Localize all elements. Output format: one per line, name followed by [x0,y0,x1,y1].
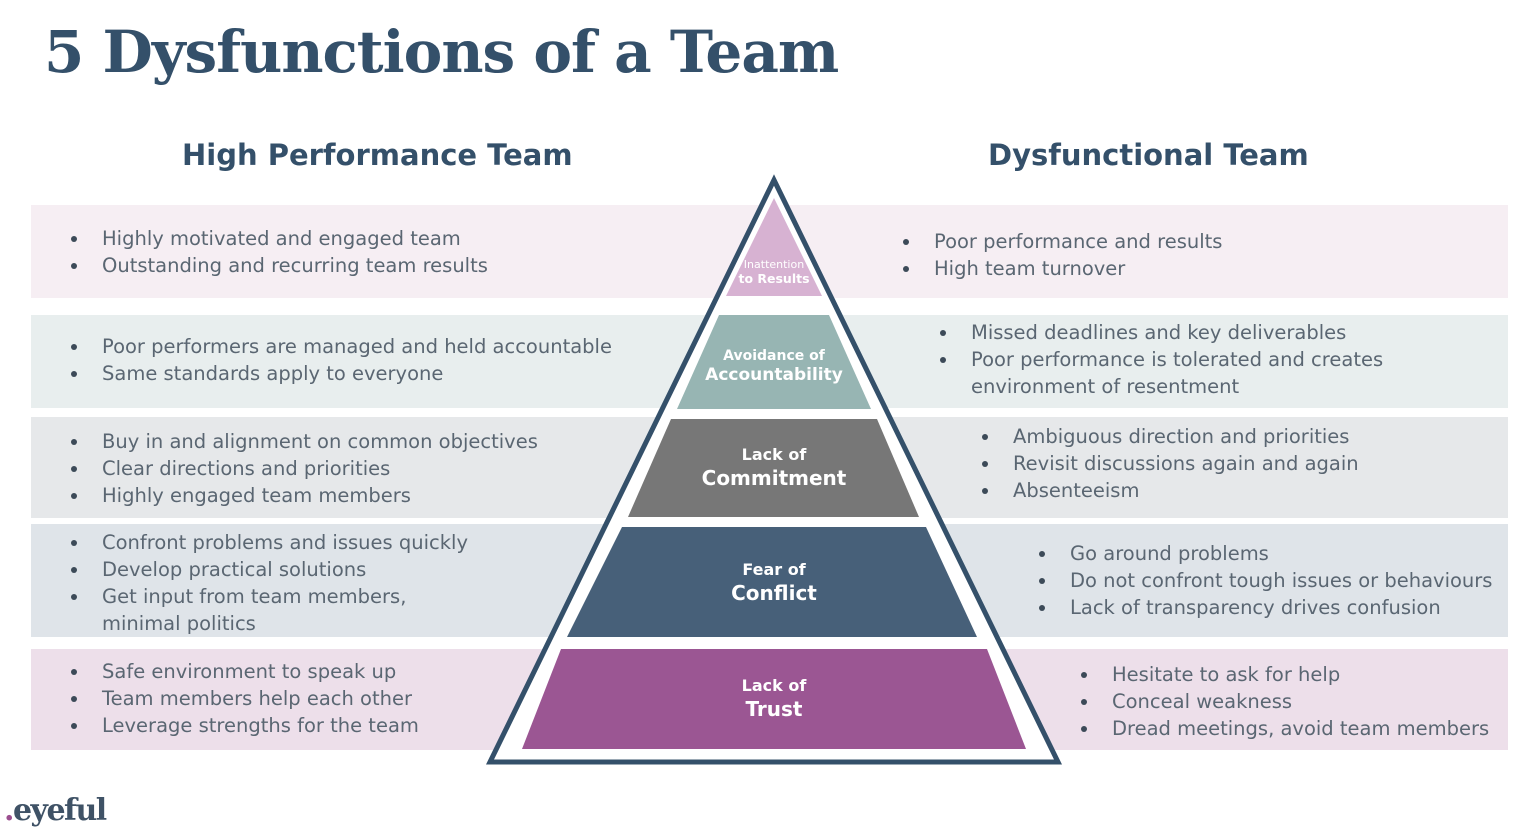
tier-label-trust: Lack of Trust [741,676,807,721]
list-item: Missed deadlines and key deliverables [939,319,1383,346]
tier-results [726,198,822,296]
dys-list-commitment: Ambiguous direction and priorities Revis… [981,423,1359,504]
list-item: Outstanding and recurring team results [70,252,488,279]
high-list-results: Highly motivated and engaged team Outsta… [70,225,488,279]
list-item: Conceal weakness [1080,688,1489,715]
page-title: 5 Dysfunctions of a Team [44,18,839,86]
list-item: Safe environment to speak up [70,658,419,685]
high-list-conflict: Confront problems and issues quickly Dev… [70,529,468,637]
list-item: Clear directions and priorities [70,455,538,482]
list-item: Leverage strengths for the team [70,712,419,739]
list-item: Poor performance and results [902,228,1222,255]
dys-list-accountability: Missed deadlines and key deliverables Po… [939,319,1383,400]
list-item: Highly motivated and engaged team [70,225,488,252]
dys-list-trust: Hesitate to ask for help Conceal weaknes… [1080,661,1489,742]
high-list-accountability: Poor performers are managed and held acc… [70,333,612,387]
list-item: Highly engaged team members [70,482,538,509]
list-item: Poor performance is tolerated and create… [939,346,1383,373]
list-item: Do not confront tough issues or behaviou… [1038,567,1492,594]
high-list-trust: Safe environment to speak up Team member… [70,658,419,739]
dys-list-results: Poor performance and results High team t… [902,228,1222,282]
list-item: Ambiguous direction and priorities [981,423,1359,450]
tier-accountability [677,315,871,409]
dysfunctional-heading: Dysfunctional Team [988,138,1309,172]
dys-list-conflict: Go around problems Do not confront tough… [1038,540,1492,621]
high-list-commitment: Buy in and alignment on common objective… [70,428,538,509]
tier-label-accountability: Avoidance of Accountability [705,348,843,385]
list-item: Revisit discussions again and again [981,450,1359,477]
list-item: Same standards apply to everyone [70,360,612,387]
list-item: Dread meetings, avoid team members [1080,715,1489,742]
list-item: Lack of transparency drives confusion [1038,594,1492,621]
list-item: Hesitate to ask for help [1080,661,1489,688]
tier-label-results: Inattention to Results [738,258,810,286]
tier-conflict [567,527,977,637]
list-item-continuation: minimal politics [102,612,256,635]
list-item: Poor performers are managed and held acc… [70,333,612,360]
list-item: Absenteeism [981,477,1359,504]
list-item: Confront problems and issues quickly [70,529,468,556]
list-item: Get input from team members, [70,583,468,610]
tier-trust [522,649,1026,749]
high-performance-heading: High Performance Team [182,138,573,172]
tier-commitment [628,419,919,517]
list-item: Team members help each other [70,685,419,712]
list-item-continuation: environment of resentment [971,375,1240,398]
list-item: Buy in and alignment on common objective… [70,428,538,455]
tier-label-commitment: Lack of Commitment [701,445,847,490]
list-item: High team turnover [902,255,1222,282]
list-item: Go around problems [1038,540,1492,567]
list-item: Develop practical solutions [70,556,468,583]
tier-label-conflict: Fear of Conflict [731,560,817,605]
eyeful-logo: .eyeful [4,793,107,828]
